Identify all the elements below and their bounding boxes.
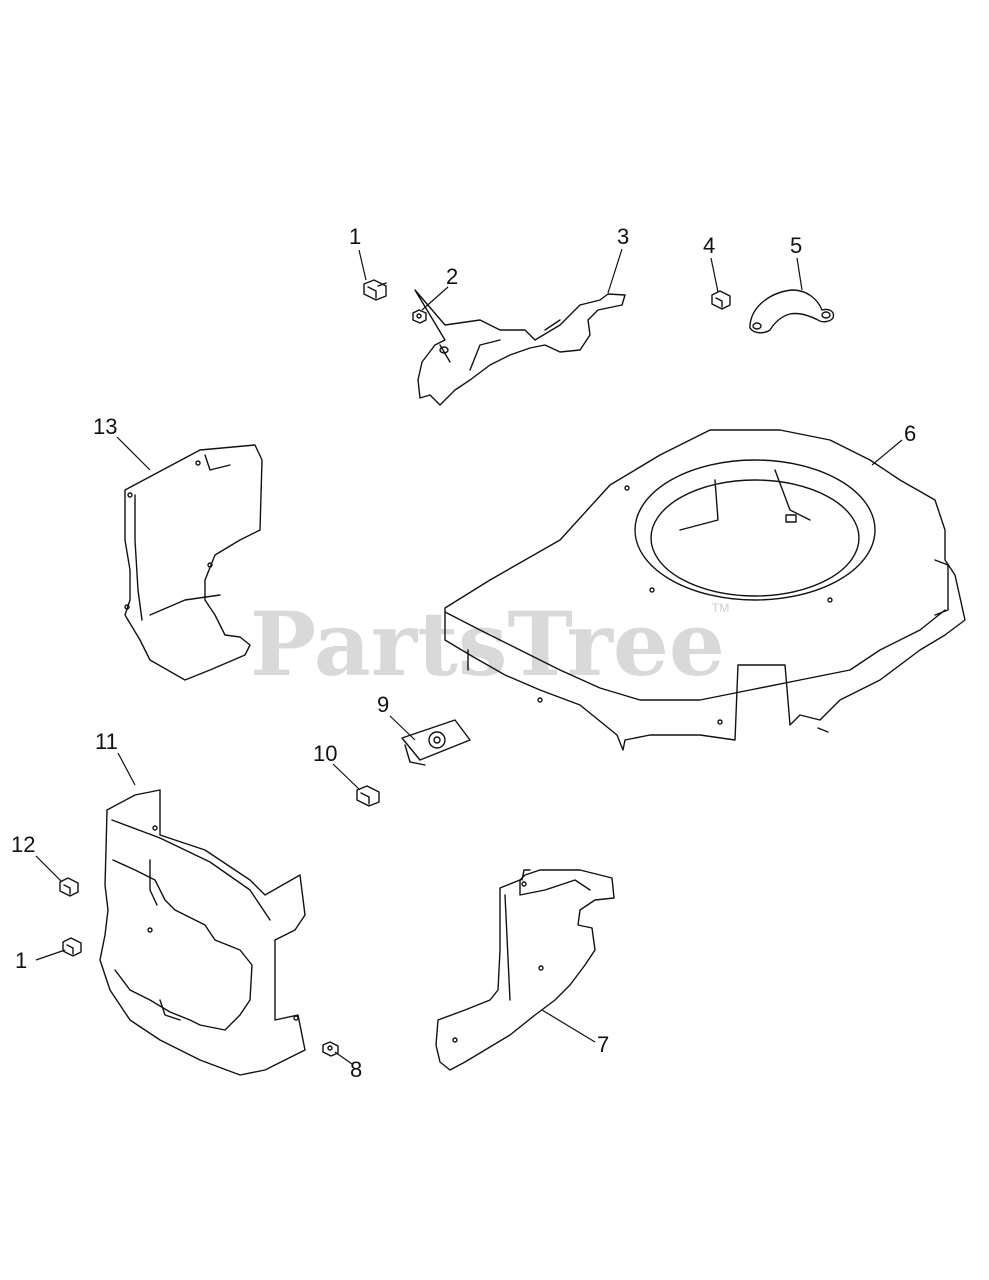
leader-10 [332,763,361,791]
callout-1-top[interactable]: 1 [349,224,361,249]
part-4-bolt[interactable] [711,290,731,310]
callout-13[interactable]: 13 [93,414,117,439]
callout-7[interactable]: 7 [597,1032,609,1057]
part-3-bracket[interactable] [414,289,626,406]
leader-2 [421,286,449,311]
leader-1-bottom [35,949,66,961]
callout-2[interactable]: 2 [446,264,458,289]
part-6-blower-housing[interactable] [444,429,966,751]
part-12-bolt[interactable] [59,877,79,897]
leader-12 [35,855,63,883]
part-13-shroud[interactable] [124,444,263,681]
watermark-trademark: TM [712,601,729,615]
part-10-bolt[interactable] [356,785,380,807]
leader-1-top [358,249,367,281]
leader-7 [541,1009,596,1043]
part-11-cylinder-baffle[interactable] [99,789,306,1076]
leader-9 [389,715,416,741]
callout-3[interactable]: 3 [617,224,629,249]
callout-1-bottom[interactable]: 1 [15,948,27,973]
leader-13 [116,436,151,471]
leader-5 [796,257,803,291]
callout-10[interactable]: 10 [313,741,337,766]
callout-11[interactable]: 11 [95,729,118,754]
leader-8 [334,1051,353,1065]
callout-9[interactable]: 9 [377,692,389,717]
part-1-bolt-top[interactable] [363,279,387,301]
leader-11 [117,752,136,786]
part-7-baffle-bracket[interactable] [435,869,615,1071]
leader-6 [871,439,903,466]
callout-5[interactable]: 5 [790,233,802,258]
callout-8[interactable]: 8 [350,1057,362,1082]
part-8-nut[interactable] [322,1041,339,1057]
leader-3 [607,248,623,294]
callout-6[interactable]: 6 [904,421,916,446]
leader-4 [710,257,719,293]
watermark-text: PartsTree [250,592,725,696]
callout-4[interactable]: 4 [703,233,715,258]
part-1-bolt-bottom[interactable] [62,937,82,957]
callout-12[interactable]: 12 [11,832,35,857]
part-5-clamp[interactable] [749,289,835,334]
part-2-nut[interactable] [412,309,427,324]
part-9-clip[interactable] [401,719,471,766]
